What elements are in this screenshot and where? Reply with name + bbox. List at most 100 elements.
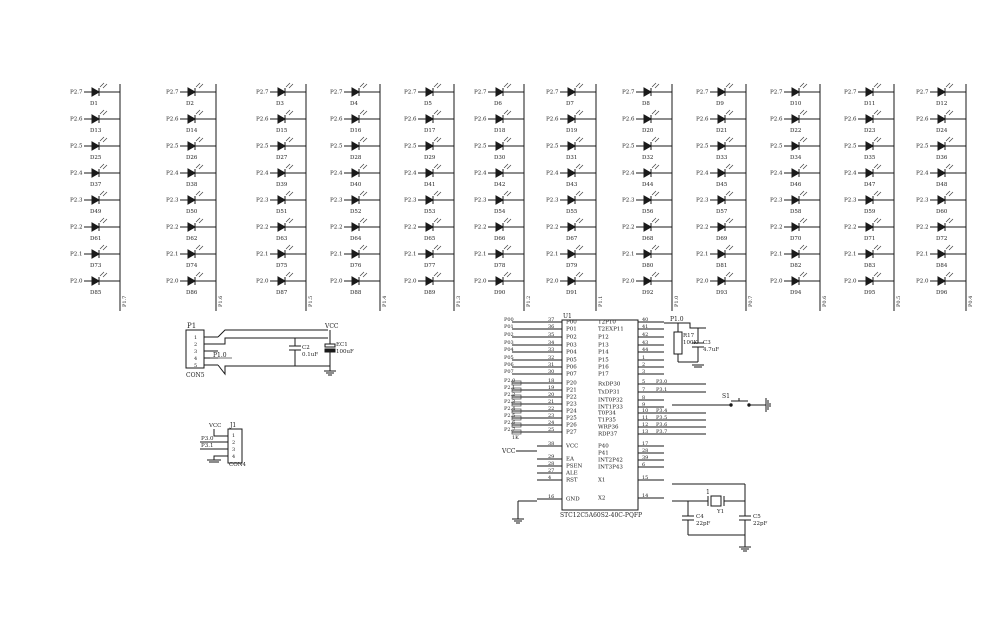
light-ray-icon	[433, 82, 439, 88]
light-ray-icon	[728, 164, 734, 170]
led-column-net: P1.7	[122, 296, 128, 307]
led-column-net: P0.7	[748, 296, 754, 307]
led-pin-label: P2.5	[474, 144, 487, 150]
mcu-pin-number: 3	[642, 369, 645, 375]
light-ray-icon	[725, 136, 731, 142]
led-diode-icon	[937, 87, 947, 97]
led-pin-label: P2.6	[916, 117, 929, 123]
led-column-net: P0.6	[822, 296, 828, 307]
mcu-vcc-label: VCC	[501, 448, 516, 455]
led-column: P2.7D4P2.6D16P2.5D28P2.4D40P2.3D52P2.2D6…	[330, 82, 388, 311]
led-column-net: P0.4	[968, 296, 974, 307]
light-ray-icon	[102, 245, 108, 251]
light-ray-icon	[433, 136, 439, 142]
led-ref-label: D34	[790, 155, 802, 161]
light-ray-icon	[578, 83, 584, 89]
light-ray-icon	[288, 164, 294, 170]
led-diode-icon	[351, 222, 361, 232]
mcu-pin-number: 28	[548, 461, 554, 467]
light-ray-icon	[436, 83, 442, 89]
light-ray-icon	[99, 136, 105, 142]
led-pin-label: P2.1	[696, 252, 708, 258]
connector-p1-pin: 2	[194, 342, 197, 348]
mcu-pin-number: 44	[642, 347, 648, 353]
led-pin-label: P2.7	[70, 90, 83, 96]
light-ray-icon	[945, 217, 951, 223]
led-pin-label: P2.5	[546, 144, 559, 150]
led-diode-icon	[187, 141, 197, 151]
led-ref-label: D29	[424, 155, 436, 161]
led-diode-icon	[351, 114, 361, 124]
led-pin-label: P2.3	[70, 198, 83, 204]
led-pin-label: P2.7	[166, 90, 179, 96]
mcu-left-net: P07	[504, 369, 514, 375]
led-ref-label: D61	[90, 236, 101, 242]
light-ray-icon	[578, 191, 584, 197]
light-ray-icon	[876, 83, 882, 89]
light-ray-icon	[728, 191, 734, 197]
led-diode-icon	[277, 114, 287, 124]
led-diode-icon	[937, 222, 947, 232]
led-pin-label: P2.5	[844, 144, 857, 150]
led-ref-label: D1	[90, 101, 98, 107]
light-ray-icon	[436, 164, 442, 170]
led-ref-label: D73	[90, 263, 102, 269]
led-column: P2.7D12P2.6D24P2.5D36P2.4D48P2.3D60P2.2D…	[916, 82, 974, 311]
led-pin-label: P2.5	[70, 144, 83, 150]
crystal-y1-ref: Y1	[716, 509, 724, 515]
connector-p1-pin: 1	[194, 335, 197, 341]
led-pin-label: P2.7	[404, 90, 417, 96]
led-diode-icon	[937, 141, 947, 151]
reset-circuit: P1.0 R17 100K C3 4.7uF	[664, 316, 719, 368]
connector-p1-pin: 4	[194, 356, 197, 362]
light-ray-icon	[876, 164, 882, 170]
mcu-left-net: P2.0	[504, 378, 515, 384]
light-ray-icon	[802, 245, 808, 251]
led-diode-icon	[187, 195, 197, 205]
led-diode-icon	[567, 168, 577, 178]
mcu-pin-name: P20	[566, 381, 577, 387]
led-pin-label: P2.1	[330, 252, 342, 258]
light-ray-icon	[359, 163, 365, 169]
mcu-pin-name: P06	[566, 365, 577, 371]
light-ray-icon	[285, 271, 291, 277]
led-pin-label: P2.6	[70, 117, 83, 123]
light-ray-icon	[728, 110, 734, 116]
light-ray-icon	[654, 218, 660, 224]
light-ray-icon	[285, 136, 291, 142]
light-ray-icon	[802, 272, 808, 278]
light-ray-icon	[945, 244, 951, 250]
led-diode-icon	[351, 168, 361, 178]
led-ref-label: D4	[350, 101, 358, 107]
led-diode-icon	[351, 195, 361, 205]
mcu-pin-number: 16	[548, 494, 554, 500]
mcu-pin-name: VCC	[565, 444, 578, 450]
led-array: P2.7D1P2.6D13P2.5D25P2.4D37P2.3D49P2.2D6…	[70, 82, 974, 311]
led-pin-label: P2.0	[330, 279, 343, 285]
mcu-left-net: P05	[504, 355, 514, 361]
mcu-left-net: P02	[504, 332, 514, 338]
led-pin-label: P2.4	[916, 171, 929, 177]
light-ray-icon	[578, 245, 584, 251]
light-ray-icon	[578, 218, 584, 224]
mcu-u1-part: STC12C5A60S2-40C-PQFP	[560, 512, 642, 519]
led-ref-label: D86	[186, 290, 198, 296]
led-ref-label: D89	[424, 290, 436, 296]
led-ref-label: D79	[566, 263, 578, 269]
led-ref-label: D68	[642, 236, 654, 242]
capacitor-c3-ref: C3	[703, 340, 711, 346]
light-ray-icon	[802, 137, 808, 143]
light-ray-icon	[436, 137, 442, 143]
led-diode-icon	[791, 141, 801, 151]
led-ref-label: D48	[936, 182, 948, 188]
led-ref-label: D96	[936, 290, 948, 296]
capacitor-c5-value: 22pF	[753, 521, 768, 527]
led-pin-label: P2.0	[844, 279, 857, 285]
